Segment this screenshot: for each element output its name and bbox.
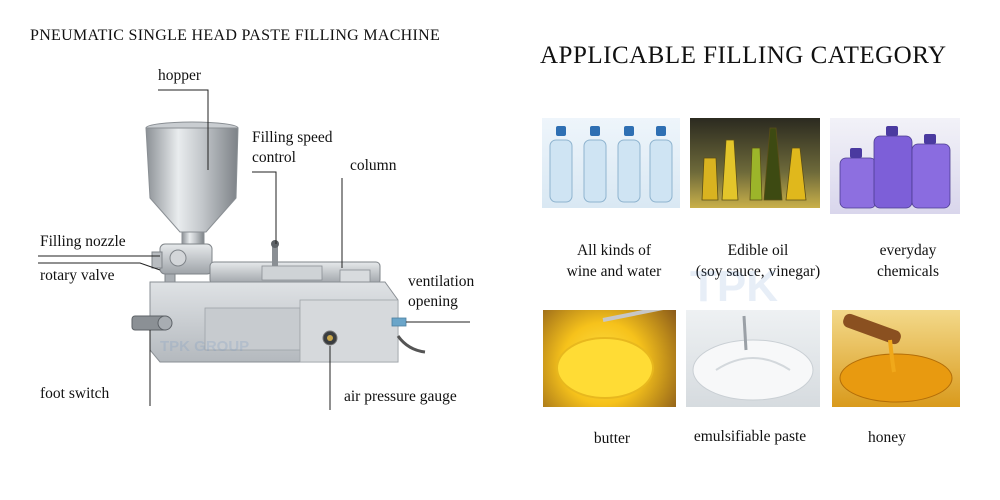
watermark-left: TPK GROUP — [160, 338, 250, 355]
label-ventilation-1: ventilation — [408, 273, 475, 290]
paste-icon — [692, 315, 814, 401]
photo-honey — [832, 310, 960, 407]
caption-edible-oil-1: Edible oil — [727, 242, 789, 259]
gauge-shape — [322, 330, 338, 346]
label-filling-speed-1: Filling speed — [252, 129, 333, 146]
caption-chemicals-1: everyday — [879, 242, 937, 259]
filling-machine-illustration — [38, 89, 470, 410]
caption-paste: emulsifiable paste — [693, 428, 807, 445]
detergent-bottles-icon — [839, 126, 951, 209]
cylinder-shape — [209, 261, 381, 285]
machine-title: PNEUMATIC SINGLE HEAD PASTE FILLING MACH… — [30, 27, 441, 44]
caption-wine-water-2: wine and water — [566, 263, 662, 280]
caption-wine-water-1: All kinds of — [576, 242, 652, 259]
label-ventilation-2: opening — [408, 293, 458, 310]
valve-assembly — [151, 243, 213, 287]
label-rotary-valve: rotary valve — [40, 267, 115, 284]
caption-chemicals-2: chemicals — [877, 263, 939, 280]
photo-edible-oil — [690, 118, 820, 208]
honey-icon — [839, 313, 953, 403]
photo-butter — [543, 310, 676, 407]
water-bottles-icon — [549, 126, 673, 203]
photo-emulsifiable-paste — [686, 310, 820, 407]
photo-water-bottles — [542, 118, 680, 208]
oil-bottles-icon — [701, 127, 807, 201]
label-column: column — [350, 157, 397, 174]
speed-control-knob — [271, 240, 279, 266]
label-filling-nozzle: Filling nozzle — [40, 233, 126, 250]
watermark-right: TPK — [690, 262, 778, 311]
label-air-pressure-gauge: air pressure gauge — [344, 388, 457, 405]
foot-switch-shape — [131, 315, 173, 331]
photo-chemicals — [830, 118, 960, 214]
butter-icon — [556, 310, 664, 399]
valve-leader — [38, 262, 161, 271]
hopper-shape — [145, 121, 239, 247]
leader-lines — [38, 89, 470, 410]
label-filling-speed-2: control — [252, 149, 296, 166]
label-foot-switch: foot switch — [40, 385, 110, 402]
hopper-leader — [158, 89, 209, 170]
caption-edible-oil-2: (soy sauce, vinegar) — [695, 263, 821, 280]
speed-leader — [252, 171, 277, 244]
caption-honey: honey — [868, 429, 906, 446]
caption-butter: butter — [593, 430, 631, 447]
label-hopper: hopper — [158, 67, 202, 84]
category-title: APPLICABLE FILLING CATEGORY — [540, 42, 947, 69]
